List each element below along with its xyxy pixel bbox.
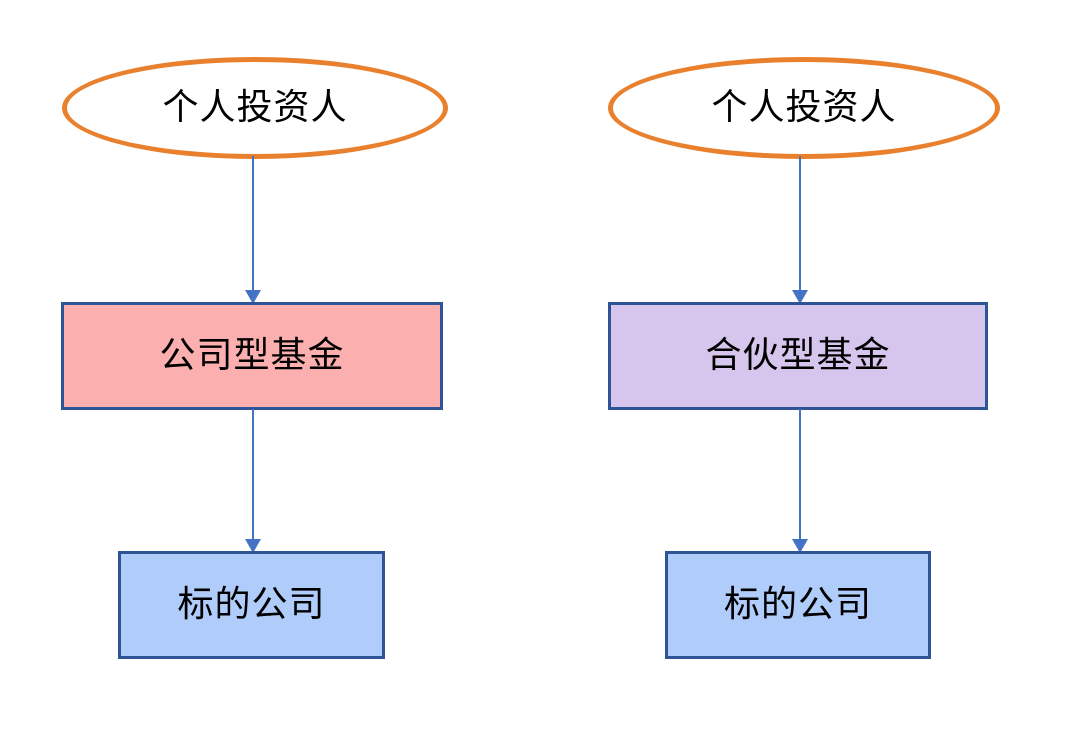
node-partnership-fund[interactable]: 合伙型基金 [608, 302, 988, 410]
node-label-investor-left: 个人投资人 [162, 87, 348, 128]
connector-partnership-fund-to-target-company-right [783, 409, 817, 555]
node-label-corporate-fund: 公司型基金 [159, 335, 345, 376]
node-investor-left[interactable]: 个人投资人 [62, 57, 448, 159]
node-label-target-company-right: 标的公司 [723, 584, 872, 625]
node-investor-right[interactable]: 个人投资人 [608, 57, 1000, 159]
node-label-partnership-fund: 合伙型基金 [705, 335, 891, 376]
node-target-company-left[interactable]: 标的公司 [118, 551, 385, 659]
node-label-investor-right: 个人投资人 [711, 87, 897, 128]
connector-investor-right-to-partnership-fund [783, 156, 817, 306]
node-corporate-fund[interactable]: 公司型基金 [61, 302, 443, 410]
node-target-company-right[interactable]: 标的公司 [665, 551, 931, 659]
node-label-target-company-left: 标的公司 [177, 584, 326, 625]
connector-corporate-fund-to-target-company-left [236, 409, 270, 555]
connector-investor-left-to-corporate-fund [236, 156, 270, 306]
